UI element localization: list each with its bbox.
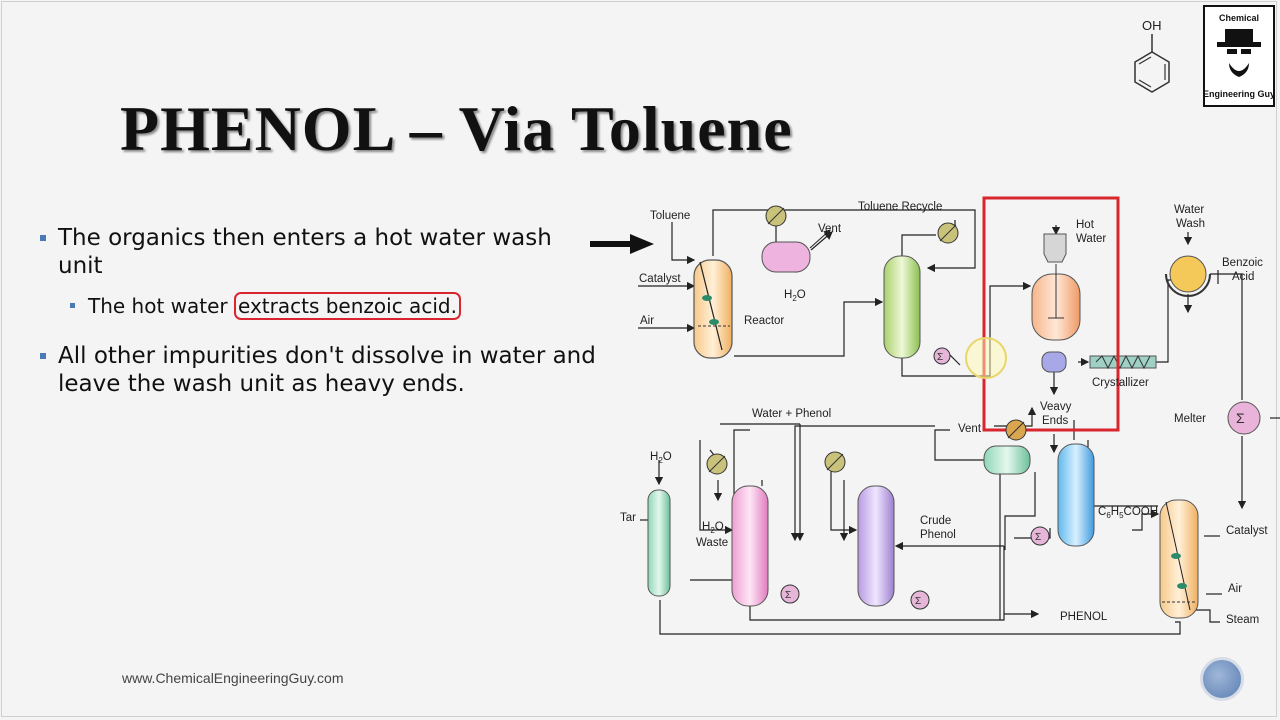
cursor-highlight [965,337,1007,379]
label-toluene: Toluene [650,210,690,222]
highlighted-phrase: extracts benzoic acid. [234,292,461,320]
svg-text:Σ: Σ [785,590,791,601]
bullet-list: The organics then enters a hot water was… [40,224,600,410]
tar-column [647,489,671,597]
label-catalyst-1: Catalyst [639,273,681,285]
bullet-1-text: The organics then enters a hot water was… [58,225,552,279]
label-water-wash-2: Wash [1176,218,1205,230]
label-crude-1: Crude [920,515,951,527]
sub-bullet-1-text: The hot water [88,294,235,318]
label-h2o-2: H2O [702,521,724,535]
bullet-2-text: All other impurities don't dissolve in w… [58,343,596,397]
label-air-1: Air [640,315,654,327]
label-vent-2: Vent [958,423,982,435]
label-c6h5cooh: C6H5COOH [1098,506,1158,520]
slide-nav-button[interactable] [1200,657,1244,701]
toluene-column [883,255,921,359]
bullet-2: All other impurities don't dissolve in w… [40,342,600,398]
slide-title: PHENOL – Via Toluene [120,93,793,164]
label-benzoic-2: Acid [1232,271,1254,283]
reboiler-icon [933,347,951,365]
svg-text:Σ: Σ [937,352,943,363]
label-hot-water-1: Hot [1076,219,1095,231]
phenol-column [857,485,895,607]
label-h2o-3: H2O [650,451,672,465]
reboiler-icon [910,590,930,610]
label-phenol-product: PHENOL [1060,611,1108,623]
label-melter: Melter [1174,413,1206,425]
svg-text:Σ: Σ [915,596,921,607]
sub-bullet-1: The hot water extracts benzoic acid. [40,292,600,320]
label-crude-2: Phenol [920,529,956,541]
reactor-vessel [693,259,733,359]
benzoic-filter [1169,255,1207,293]
label-vent-1: Vent [818,223,842,235]
water-column [731,485,769,607]
logo-bottom-text: Engineering Guy [1205,89,1273,99]
process-flow-diagram: Σ Σ Σ Σ Σ Toluene Catalyst Air [620,196,1280,635]
label-waste: Waste [696,537,728,549]
svg-text:Σ: Σ [1035,532,1041,543]
label-catalyst-2: Catalyst [1226,525,1268,537]
reboiler-icon [780,584,800,604]
label-hot-water-2: Water [1076,233,1106,245]
label-steam: Steam [1226,614,1259,626]
label-veavy: Veavy [1040,401,1072,413]
label-h2o-1: H2O [784,289,806,303]
logo-top-text: Chemical [1219,13,1259,23]
benzoic-column [1057,443,1095,547]
footer-url: www.ChemicalEngineeringGuy.com [122,670,344,686]
label-water-wash-1: Water [1174,204,1204,216]
label-air-2: Air [1228,583,1242,595]
reboiler-icon [1030,526,1050,546]
svg-text:Σ: Σ [1236,410,1245,426]
chemical-engineering-guy-logo: Chemical Engineering Guy [1203,5,1275,107]
label-water-phenol: Water + Phenol [752,408,831,420]
settler [1041,351,1067,373]
melter-icon [1227,401,1261,435]
pointer-arrow-icon [590,234,654,254]
wash-unit-highlight [982,196,1120,432]
condenser-drum [983,445,1031,475]
label-tar: Tar [620,512,636,524]
label-reactor: Reactor [744,315,784,327]
oh-label: OH [1142,18,1162,33]
label-ends: Ends [1042,415,1068,427]
separator-drum [761,241,811,273]
phenol-molecule: OH [1134,18,1170,93]
bullet-1: The organics then enters a hot water was… [40,224,600,280]
label-crystallizer: Crystallizer [1092,377,1149,389]
label-toluene-recycle: Toluene Recycle [858,201,942,213]
label-benzoic-1: Benzoic [1222,257,1263,269]
